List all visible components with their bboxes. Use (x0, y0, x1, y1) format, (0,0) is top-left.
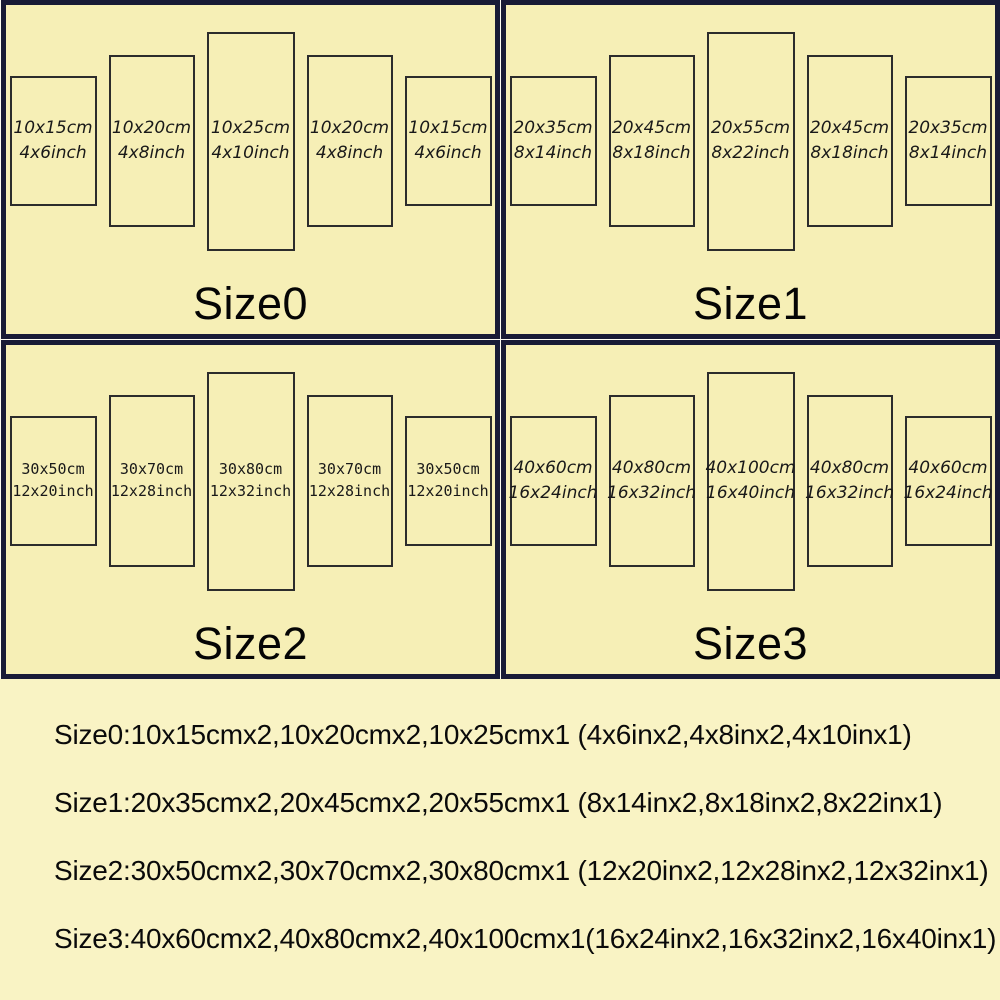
panel-size-cm: 30x70cm (317, 460, 382, 479)
size-summary: Size0:10x15cmx2,10x20cmx2,10x25cmx1 (4x6… (0, 679, 1000, 1000)
panel-size-inch: 16x24inch (903, 483, 993, 503)
panel-size-inch: 4x8inch (117, 143, 186, 163)
panel-size-cm: 20x35cm (908, 118, 988, 139)
size-name: Size2 (192, 618, 309, 669)
canvas-panel: 40x80cm 16x32inch (607, 395, 696, 567)
size-summary-line: Size3:40x60cmx2,40x80cmx2,40x100cmx1(16x… (54, 923, 997, 954)
panel-size-inch: 12x32inch (209, 482, 292, 500)
canvas-panel: 10x25cm 4x10inch (206, 31, 295, 251)
size-card-size2: 30x50cm 12x20inch 30x70cm 12x28inch 30x8… (1, 340, 500, 679)
panel-size-cm: 30x50cm (416, 460, 480, 479)
canvas-panel: 20x45cm 8x18inch (806, 55, 893, 227)
panel-size-inch: 8x22inch (711, 143, 790, 163)
panel-size-cm: 10x15cm (13, 118, 93, 139)
panel-size-inch: 16x32inch (607, 483, 696, 503)
size-summary-line: Size2:30x50cmx2,30x70cmx2,30x80cmx1 (12x… (54, 855, 989, 886)
panel-size-cm: 10x25cm (210, 118, 291, 139)
panel-size-cm: 20x55cm (710, 118, 791, 139)
canvas-panel: 10x20cm 4x8inch (108, 55, 195, 227)
panel-size-inch: 8x18inch (612, 143, 691, 163)
size-card-size0: 10x15cm 4x6inch 10x20cm 4x8inch 10x25cm … (1, 0, 500, 339)
canvas-panel: 30x70cm 12x28inch (306, 395, 393, 567)
panel-size-inch: 16x40inch (706, 483, 795, 503)
panel-size-inch: 4x6inch (19, 143, 87, 163)
panel-size-inch: 16x24inch (508, 483, 598, 503)
canvas-panel: 40x60cm 16x24inch (508, 416, 598, 546)
panel-row: 20x35cm 8x14inch 20x45cm 8x18inch 20x55c… (506, 5, 995, 277)
panel-size-cm: 20x45cm (611, 118, 692, 139)
panel-size-cm: 10x20cm (111, 118, 192, 139)
panel-size-inch: 12x20inch (12, 482, 94, 500)
panel-size-cm: 30x80cm (218, 460, 283, 479)
panel-size-inch: 8x18inch (810, 143, 889, 163)
canvas-panel: 20x55cm 8x22inch (706, 31, 795, 251)
canvas-panel: 30x70cm 12x28inch (108, 395, 195, 567)
panel-size-cm: 40x60cm (513, 458, 593, 479)
panel-size-inch: 12x20inch (407, 482, 489, 500)
panel-size-cm: 30x70cm (119, 460, 184, 479)
canvas-panel: 30x50cm 12x20inch (404, 416, 492, 546)
panel-size-cm: 30x50cm (21, 460, 85, 479)
canvas-panel: 40x60cm 16x24inch (903, 416, 993, 546)
size-name: Size0 (192, 278, 309, 329)
size-card-size1: 20x35cm 8x14inch 20x45cm 8x18inch 20x55c… (501, 0, 1000, 339)
size-card-size3: 40x60cm 16x24inch 40x80cm 16x32inch 40x1… (501, 340, 1000, 679)
panel-row: 10x15cm 4x6inch 10x20cm 4x8inch 10x25cm … (6, 5, 495, 277)
panel-size-inch: 8x14inch (908, 143, 988, 163)
panel-row: 30x50cm 12x20inch 30x70cm 12x28inch 30x8… (6, 345, 495, 617)
canvas-panel: 10x15cm 4x6inch (9, 76, 97, 206)
panel-size-inch: 16x32inch (805, 483, 894, 503)
canvas-panel: 20x45cm 8x18inch (608, 55, 695, 227)
panel-size-inch: 12x28inch (308, 482, 391, 500)
panel-row: 40x60cm 16x24inch 40x80cm 16x32inch 40x1… (506, 345, 995, 617)
size-summary-line: Size1:20x35cmx2,20x45cmx2,20x55cmx1 (8x1… (54, 787, 943, 818)
canvas-panel: 40x80cm 16x32inch (805, 395, 894, 567)
panel-size-cm: 20x35cm (513, 118, 593, 139)
canvas-panel: 10x20cm 4x8inch (306, 55, 393, 227)
panel-size-inch: 12x28inch (110, 482, 193, 500)
panel-size-cm: 40x80cm (809, 458, 890, 479)
panel-size-inch: 4x8inch (315, 143, 384, 163)
canvas-panel: 10x15cm 4x6inch (404, 76, 492, 206)
size-name: Size3 (692, 618, 809, 669)
panel-size-cm: 40x100cm (705, 458, 796, 479)
panel-size-cm: 20x45cm (809, 118, 890, 139)
panel-size-inch: 4x6inch (414, 143, 482, 163)
canvas-panel: 30x80cm 12x32inch (206, 371, 295, 591)
size-name: Size1 (692, 278, 809, 329)
size-summary-line: Size0:10x15cmx2,10x20cmx2,10x25cmx1 (4x6… (54, 719, 912, 750)
canvas-panel: 20x35cm 8x14inch (904, 76, 992, 206)
canvas-panel: 40x100cm 16x40inch (705, 371, 796, 591)
canvas-panel: 30x50cm 12x20inch (9, 416, 97, 546)
canvas-panel: 20x35cm 8x14inch (509, 76, 597, 206)
panel-size-cm: 40x60cm (908, 458, 988, 479)
panel-size-cm: 10x15cm (408, 118, 488, 139)
panel-size-inch: 8x14inch (513, 143, 593, 163)
panel-size-cm: 40x80cm (611, 458, 692, 479)
panel-size-inch: 4x10inch (211, 143, 290, 163)
size-chart-grid: 10x15cm 4x6inch 10x20cm 4x8inch 10x25cm … (0, 0, 1000, 679)
panel-size-cm: 10x20cm (309, 118, 390, 139)
